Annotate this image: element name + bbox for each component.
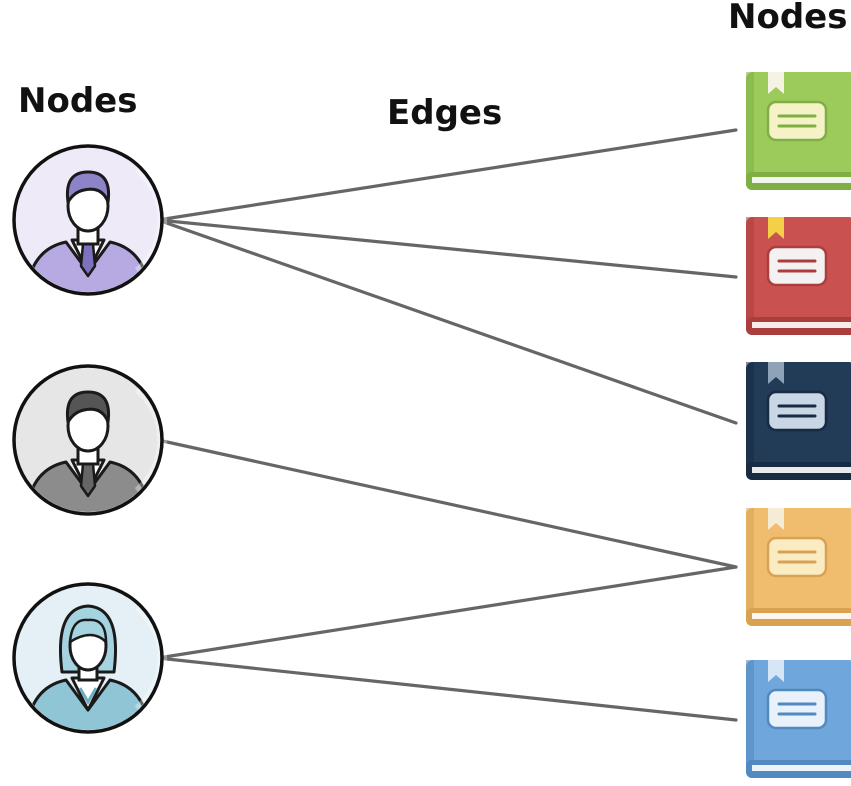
books-layer	[746, 72, 851, 778]
book-icon	[746, 217, 851, 335]
book-2-node	[746, 217, 851, 335]
edge-person-2-book-4	[156, 438, 738, 569]
person-1-node	[12, 144, 168, 296]
edge-person-1-book-2	[156, 218, 738, 279]
person-1-outline	[12, 144, 164, 296]
edge-person-3-book-5	[156, 656, 738, 722]
edge-person-3-book-4	[156, 565, 738, 660]
person-3-outline	[12, 582, 164, 734]
book-1-node	[746, 72, 851, 190]
book-icon	[746, 362, 851, 480]
edges-layer	[156, 128, 738, 722]
person-3-node	[12, 582, 168, 734]
book-3-node	[746, 362, 851, 480]
book-icon	[746, 508, 851, 626]
book-5-node	[746, 660, 851, 778]
person-2-outline	[12, 364, 164, 516]
book-icon	[746, 660, 851, 778]
nodes-label-left: Nodes	[18, 81, 138, 121]
book-4-node	[746, 508, 851, 626]
book-icon	[746, 72, 851, 190]
person-2-node	[12, 364, 168, 516]
edges-label: Edges	[387, 93, 503, 133]
edge-person-1-book-3	[156, 218, 738, 425]
nodes-label-right: Nodes	[728, 0, 848, 37]
people-layer	[12, 144, 168, 734]
edge-person-1-book-1	[156, 128, 738, 222]
